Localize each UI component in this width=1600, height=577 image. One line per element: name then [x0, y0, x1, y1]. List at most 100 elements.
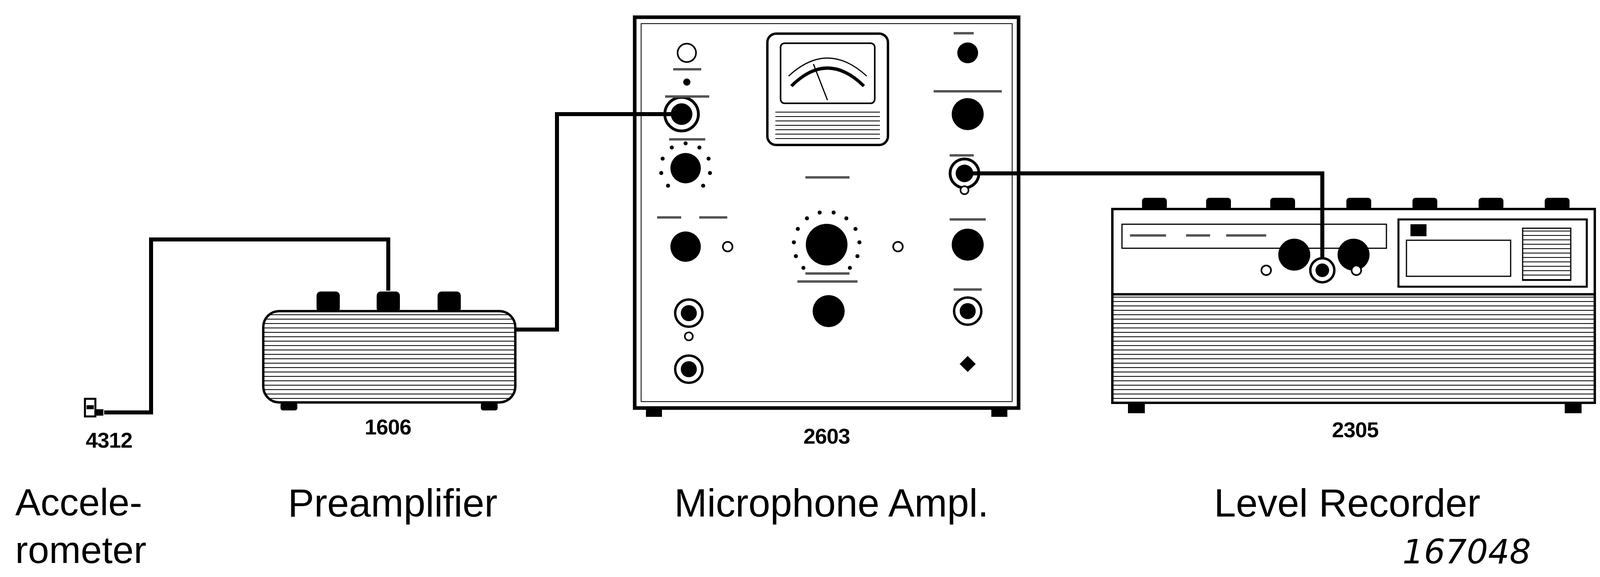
drawing-part: [805, 272, 850, 275]
scale-dot: [683, 141, 688, 146]
cable: [515, 114, 635, 330]
drawing-number: 167048: [1402, 533, 1532, 571]
instrument: 1606Preamplifier: [263, 290, 516, 409]
scale-dot: [844, 216, 849, 221]
foot: [480, 402, 498, 411]
scale-dot: [665, 183, 670, 188]
drawing-part: [953, 32, 974, 35]
lamp: [1261, 265, 1272, 276]
screw: [684, 332, 693, 341]
instrument: 4312Accele- rometer: [82, 396, 105, 419]
knob: [1278, 238, 1311, 271]
knob: [957, 42, 979, 64]
foot: [1564, 403, 1582, 414]
knob: [951, 228, 984, 261]
socket-core: [959, 303, 976, 320]
cable: [104, 239, 389, 413]
lamp: [722, 242, 733, 252]
scale-dot: [660, 156, 665, 161]
socket-core: [680, 361, 697, 378]
drawing-part: [669, 138, 706, 141]
scale-dot: [831, 210, 836, 215]
input-socket: [1310, 258, 1335, 283]
scale-dot: [669, 145, 674, 150]
socket: [675, 355, 703, 384]
meter-frame: [767, 33, 888, 146]
lamp: [677, 43, 697, 63]
knob: [951, 98, 984, 131]
switch: [683, 78, 691, 86]
meter-needle: [813, 64, 828, 101]
recorder-front-panel: [1112, 209, 1595, 295]
accelerometer-body: [84, 399, 96, 417]
input-socket-core: [1315, 263, 1330, 278]
scale-dot: [855, 254, 860, 259]
paper-window: [1406, 240, 1511, 277]
foot: [645, 408, 662, 418]
instrument-name: Preamplifier: [288, 478, 498, 529]
recorder-base: [1112, 294, 1595, 404]
drawing-part: [1226, 234, 1267, 237]
scale-dot: [857, 240, 862, 245]
cable: [1018, 173, 1323, 199]
knob: [812, 295, 845, 328]
meter-scale: [788, 58, 867, 77]
cable-stub: [634, 112, 678, 117]
scale-dot: [708, 171, 713, 176]
foot: [1127, 403, 1145, 414]
drawing-part: [657, 216, 682, 219]
knob: [670, 153, 701, 184]
instrument-name: Microphone Ampl.: [674, 478, 989, 529]
model-number: 2603: [803, 423, 850, 451]
lamp: [893, 242, 903, 252]
foot: [280, 402, 298, 411]
drawing-part: [805, 176, 850, 179]
cable-stub: [1320, 198, 1325, 267]
scale-dot: [697, 145, 702, 150]
meter-scale: [791, 68, 864, 87]
model-number: 2305: [1331, 416, 1379, 444]
knob-scale: [659, 141, 862, 271]
paper-roll: [1522, 228, 1571, 281]
scale-dot: [701, 183, 706, 188]
scale-dot: [706, 156, 711, 161]
drawing-part: [797, 280, 858, 283]
scale-dot: [805, 216, 810, 221]
socket: [954, 297, 982, 325]
meter-face: [780, 43, 875, 104]
knob: [670, 231, 701, 263]
accelerometer-detail: [86, 405, 94, 410]
drawing-part: [933, 90, 1002, 93]
meter-grille: [775, 108, 880, 141]
maker-logo: [959, 356, 976, 373]
drawing-part: [665, 95, 710, 98]
model-number: 1606: [364, 413, 412, 442]
scale-dot: [795, 227, 800, 232]
lamp: [1351, 265, 1362, 276]
knob: [376, 291, 400, 313]
scale-dot: [791, 240, 796, 245]
knob: [316, 291, 340, 313]
instrument: 2603Microphone Ampl.: [634, 17, 1019, 409]
socket: [675, 299, 703, 327]
drawing-part: [1186, 234, 1211, 237]
drawing-part: [949, 154, 974, 157]
drawing-part: [1129, 234, 1167, 237]
microphone-amplifier-drawing: [634, 17, 1019, 418]
preamplifier-drawing: [263, 291, 516, 411]
panel-inner-edge: [641, 23, 1013, 402]
scale-dot: [793, 254, 798, 259]
level-recorder-drawing: [1112, 197, 1595, 414]
paper-drive: [1398, 219, 1587, 287]
screw: [960, 186, 969, 195]
model-number: 4312: [85, 427, 133, 455]
drawing-part: [699, 216, 728, 219]
scale-dot: [853, 227, 858, 232]
panel-marking: [1129, 234, 1267, 237]
accelerometer-drawing: [84, 399, 104, 417]
scale-dot: [817, 210, 822, 215]
panel-marking: [657, 32, 1002, 291]
instrument-name: Level Recorder: [1214, 478, 1481, 529]
knob: [437, 291, 461, 313]
scale-dot: [847, 266, 852, 271]
